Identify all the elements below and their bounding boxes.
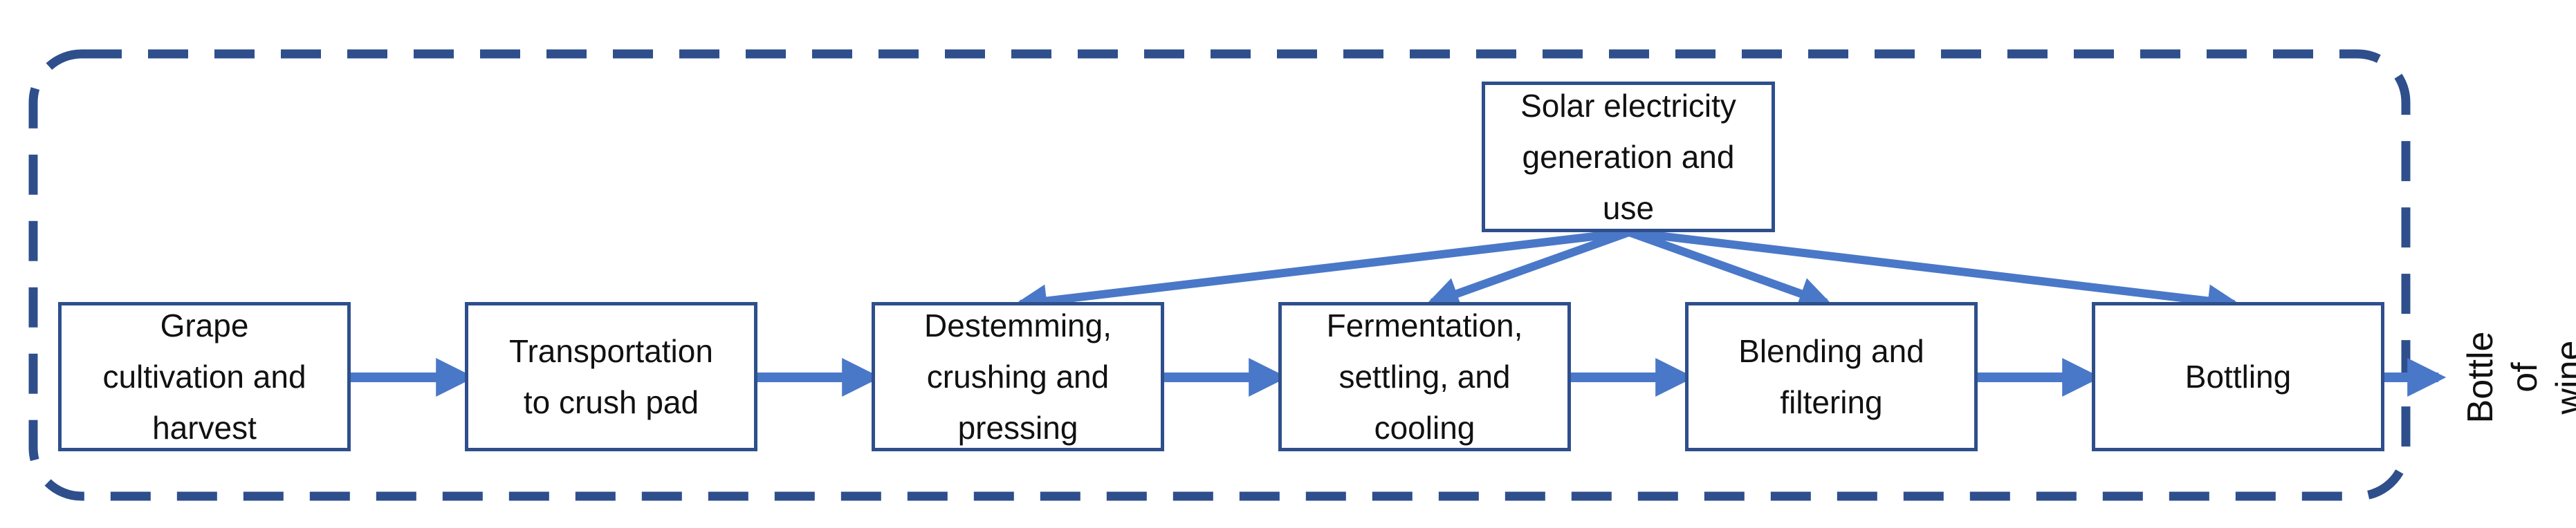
solar-electricity-box: Solar electricity generation and use xyxy=(1482,82,1775,232)
solar-electricity-label: Solar electricity generation and use xyxy=(1520,88,1736,226)
step-box-grape-cultivation: Grape cultivation and harvest xyxy=(58,302,351,451)
step-box-fermentation: Fermentation, settling, and cooling xyxy=(1278,302,1571,451)
step-box-transportation: Transportation to crush pad xyxy=(465,302,757,451)
step-label: Fermentation, settling, and cooling xyxy=(1326,308,1523,446)
step-box-bottling: Bottling xyxy=(2092,302,2384,451)
step-box-destemming: Destemming, crushing and pressing xyxy=(872,302,1164,451)
step-label: Transportation to crush pad xyxy=(509,333,713,420)
step-label: Bottling xyxy=(2184,359,2292,395)
energy-arrow xyxy=(1628,228,2241,318)
step-label: Destemming, crushing and pressing xyxy=(924,308,1112,446)
step-box-blending: Blending and filtering xyxy=(1685,302,1978,451)
energy-arrow xyxy=(1627,228,1833,310)
energy-arrow xyxy=(1013,228,1630,318)
energy-arrow xyxy=(1425,228,1631,310)
output-label: Bottle of wine xyxy=(2460,331,2576,424)
step-label: Blending and filtering xyxy=(1738,333,1924,420)
step-label: Grape cultivation and harvest xyxy=(102,308,306,446)
system-boundary xyxy=(28,49,2411,501)
